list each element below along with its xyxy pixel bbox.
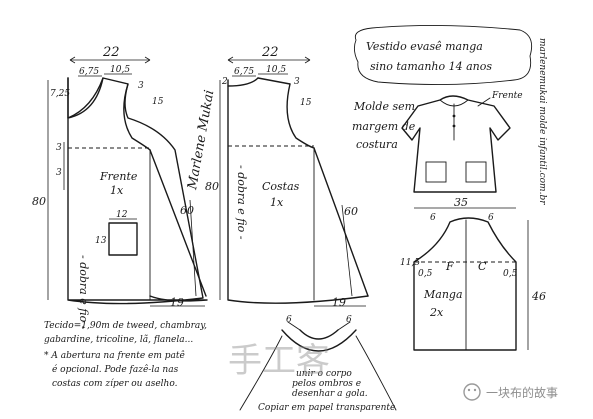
front-flare-dim xyxy=(189,199,197,297)
front-shoulder-width-label: 10,5 xyxy=(110,65,130,75)
sleeve-count: 2x xyxy=(429,306,444,319)
fabric-line5: costas com zíper ou aselho. xyxy=(52,378,178,389)
illustration-front-label: Frente xyxy=(491,91,523,101)
front-pocket-width-label: 12 xyxy=(116,210,128,220)
front-hem-ext-label: 19 xyxy=(170,296,184,309)
back-shoulder-width-label: 10,5 xyxy=(266,65,286,75)
front-piece-count: 1x xyxy=(110,184,124,197)
title-cloud xyxy=(353,24,533,86)
fabric-line2: gabardine, tricoline, lã, flanela... xyxy=(44,334,193,345)
author-signature: Marlene Mukai xyxy=(185,89,217,192)
note-block: Molde sem margem de costura xyxy=(352,100,416,151)
dress-pocket-right xyxy=(465,161,487,183)
center-watermark: 手工客 xyxy=(228,341,330,381)
collar-line4: Copiar em papel transparente xyxy=(258,403,395,413)
sleeve-back-mark: C xyxy=(478,260,487,273)
sleeve-outline xyxy=(413,217,517,351)
front-pocket-height-label: 13 xyxy=(95,236,107,246)
collar-dim-left: 6 xyxy=(286,315,292,325)
title-line2: sino tamanho 14 anos xyxy=(370,60,492,73)
sleeve-top-left-dim: 6 xyxy=(430,213,436,223)
back-width-arrows xyxy=(227,56,311,64)
back-pattern-piece: 22 6,75 10,5 3 2 15 Costas 1x 80 - dobra… xyxy=(205,45,369,309)
fabric-line3: * A abertura na frente em patê xyxy=(44,350,185,361)
sleeve-cap-height: 11,5 xyxy=(400,258,420,268)
collar-body-lines xyxy=(239,335,397,411)
front-outline xyxy=(67,77,208,305)
back-length-label: 80 xyxy=(205,180,219,193)
back-shoulder xyxy=(257,77,291,85)
back-neckline xyxy=(227,77,259,87)
site-vertical-text: marlenemukai molde infantil.com.br xyxy=(537,38,547,205)
back-outline xyxy=(227,79,369,304)
sleeve-length-label: 46 xyxy=(531,290,546,303)
back-neck-depth-label: 2 xyxy=(221,77,228,87)
fabric-line1: Tecido=1,90m de tweed, chambray, xyxy=(44,321,207,331)
front-pattern-piece: 22 6,75 10,5 3 7,25 15 3 3 Frente 1x 80 … xyxy=(32,45,208,330)
collar-line2: pelos ombros e xyxy=(292,379,361,389)
front-neck-depth-label: 7,25 xyxy=(50,89,70,99)
collar-inner-curve xyxy=(299,329,339,340)
back-piece-label: Costas xyxy=(262,180,300,193)
front-opening-mark-1: 3 xyxy=(56,143,62,153)
sleeve-top-right-dim: 6 xyxy=(488,213,494,223)
collar-diagram: 6 6 unir o corpo pelos ombros e desenhar… xyxy=(239,315,397,413)
note-line3: costura xyxy=(356,138,398,151)
brand-watermark: 一块布的故事 xyxy=(463,383,558,401)
sleeve-side-mark-right: 0,5 xyxy=(503,269,518,279)
back-width-label: 22 xyxy=(261,45,279,60)
back-hem-ext-label: 19 xyxy=(332,296,346,309)
title-line1: Vestido evasê manga xyxy=(366,40,483,53)
sleeve-width-label: 35 xyxy=(454,196,468,209)
back-piece-count: 1x xyxy=(270,196,284,209)
front-width-label: 22 xyxy=(102,45,120,60)
front-armhole-depth-label: 15 xyxy=(152,97,164,107)
front-shoulder-drop-label: 3 xyxy=(138,81,144,91)
sleeve-front-mark: F xyxy=(445,260,454,273)
sleeve-pattern-piece: 35 6 6 11,5 0,5 0,5 F C Manga 2x 46 xyxy=(400,196,546,351)
sleeve-side-mark-left: 0,5 xyxy=(418,269,433,279)
front-opening-mark-2: 3 xyxy=(56,168,62,178)
back-armhole-depth-label: 15 xyxy=(300,98,312,108)
front-side-seam xyxy=(149,149,207,297)
note-line2: margem de xyxy=(352,120,416,133)
wechat-icon-eye-right xyxy=(473,388,477,392)
collar-line3: desenhar a gola. xyxy=(292,389,368,399)
title-box: Vestido evasê manga sino tamanho 14 anos xyxy=(353,24,533,86)
dress-pocket-left xyxy=(425,161,447,183)
collar-dim-right: 6 xyxy=(346,315,352,325)
back-neck-width-label: 6,75 xyxy=(234,67,254,77)
back-armhole xyxy=(286,83,315,149)
dress-illustration: Frente xyxy=(401,91,523,193)
collar-outer-curve xyxy=(281,329,357,352)
front-fold-text: - dobra e fio - xyxy=(77,255,90,330)
wechat-icon xyxy=(463,383,481,401)
sleeve-label: Manga xyxy=(423,288,463,301)
collar-line1: unir o corpo xyxy=(296,369,352,379)
front-width-arrows xyxy=(69,56,151,64)
dress-button-2 xyxy=(452,124,456,128)
wechat-icon-eye-left xyxy=(467,388,471,392)
back-shoulder-drop-label: 3 xyxy=(294,77,300,87)
dress-button-1 xyxy=(452,114,456,118)
front-pocket xyxy=(108,222,138,256)
dress-outline xyxy=(401,95,511,193)
brand-watermark-text: 一块布的故事 xyxy=(486,385,558,400)
front-neckline xyxy=(67,77,104,119)
front-piece-label: Frente xyxy=(99,170,138,183)
back-flare-label: 60 xyxy=(344,205,358,218)
front-neck-width-label: 6,75 xyxy=(79,67,99,77)
fabric-notes: Tecido=1,90m de tweed, chambray, gabardi… xyxy=(44,321,207,389)
fabric-line4: é opcional. Pode fazê-la nas xyxy=(52,364,179,375)
back-flare-dim xyxy=(341,204,353,297)
note-line1: Molde sem xyxy=(353,100,415,113)
front-length-label: 80 xyxy=(32,195,46,208)
front-flare-label: 60 xyxy=(180,204,194,217)
collar-shoulder-lines xyxy=(287,321,351,331)
back-side-seam xyxy=(313,147,369,297)
back-fold-text: - dobra e fio - xyxy=(235,165,248,240)
illustration-front-pointer xyxy=(477,97,491,107)
